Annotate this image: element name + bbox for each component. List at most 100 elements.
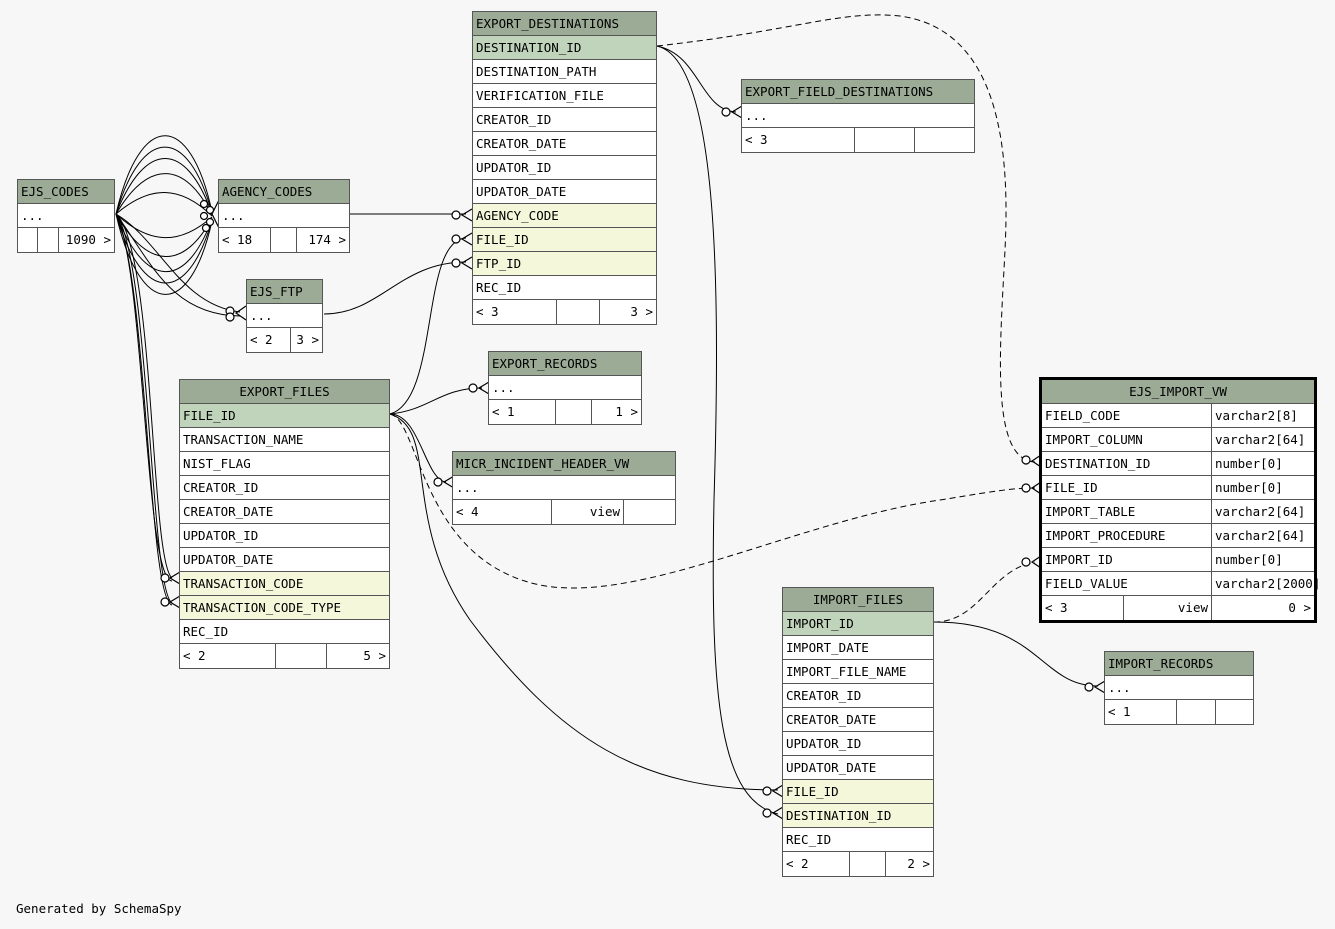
column-row[interactable]: FILE_ID: [783, 780, 933, 804]
children-count[interactable]: 1 >: [615, 404, 638, 419]
parents-count[interactable]: < 4: [453, 500, 552, 524]
column-row[interactable]: FILE_ID: [180, 404, 389, 428]
parents-count[interactable]: [18, 228, 38, 252]
footer-middle: [850, 852, 886, 876]
columns-collapsed[interactable]: ...: [1105, 676, 1253, 700]
column-row[interactable]: UPDATOR_ID: [473, 156, 656, 180]
children-count[interactable]: 5 >: [363, 648, 386, 663]
column-name: FIELD_CODE: [1042, 404, 1212, 427]
columns-collapsed[interactable]: ...: [742, 104, 974, 128]
table-footer: < 3: [742, 128, 974, 152]
column-row[interactable]: TRANSACTION_CODE_TYPE: [180, 596, 389, 620]
column-row[interactable]: CREATOR_ID: [473, 108, 656, 132]
column-row[interactable]: IMPORT_FILE_NAME: [783, 660, 933, 684]
children-count[interactable]: 2 >: [907, 856, 930, 871]
footer-middle: [271, 228, 297, 252]
column-row[interactable]: REC_ID: [783, 828, 933, 852]
table-ejs-ftp[interactable]: EJS_FTP ... < 2 3 >: [246, 279, 323, 353]
columns-collapsed[interactable]: ...: [489, 376, 641, 400]
children-count[interactable]: 0 >: [1288, 600, 1311, 615]
column-row[interactable]: UPDATOR_DATE: [180, 548, 389, 572]
table-header: MICR_INCIDENT_HEADER_VW: [453, 452, 675, 476]
columns-collapsed[interactable]: ...: [247, 304, 322, 328]
column-row[interactable]: CREATOR_ID: [180, 476, 389, 500]
column-type: number[0]: [1215, 456, 1283, 471]
footer-middle: [855, 128, 915, 152]
parents-count[interactable]: < 1: [489, 400, 556, 424]
column-row[interactable]: CREATOR_ID: [783, 684, 933, 708]
table-footer: < 3 3 >: [473, 300, 656, 324]
column-row[interactable]: IMPORT_DATE: [783, 636, 933, 660]
column-row[interactable]: NIST_FLAG: [180, 452, 389, 476]
table-export-records[interactable]: EXPORT_RECORDS ... < 1 1 >: [488, 351, 642, 425]
children-count[interactable]: 3 >: [296, 332, 319, 347]
parents-count[interactable]: < 1: [1105, 700, 1177, 724]
children-count[interactable]: [624, 500, 675, 524]
column-row[interactable]: AGENCY_CODE: [473, 204, 656, 228]
parents-count[interactable]: < 2: [247, 328, 291, 352]
view-label: view: [552, 500, 624, 524]
column-row[interactable]: DESTINATION_ID: [783, 804, 933, 828]
column-row[interactable]: IMPORT_ID: [783, 612, 933, 636]
parents-count[interactable]: < 18: [219, 228, 271, 252]
column-row[interactable]: DESTINATION_ID: [473, 36, 656, 60]
column-row[interactable]: TRANSACTION_NAME: [180, 428, 389, 452]
column-row[interactable]: UPDATOR_ID: [783, 732, 933, 756]
table-export-field-destinations[interactable]: EXPORT_FIELD_DESTINATIONS ... < 3: [741, 79, 975, 153]
children-count[interactable]: 3 >: [630, 304, 653, 319]
column-row[interactable]: REC_ID: [180, 620, 389, 644]
column-row[interactable]: CREATOR_DATE: [473, 132, 656, 156]
columns-collapsed[interactable]: ...: [453, 476, 675, 500]
table-footer: < 2 5 >: [180, 644, 389, 668]
table-footer: < 2 3 >: [247, 328, 322, 352]
columns-collapsed[interactable]: ...: [18, 204, 114, 228]
parents-count[interactable]: < 3: [1042, 596, 1124, 620]
column-row[interactable]: FTP_ID: [473, 252, 656, 276]
view-label: view: [1124, 596, 1212, 620]
children-count[interactable]: 174 >: [308, 232, 346, 247]
columns-collapsed[interactable]: ...: [219, 204, 349, 228]
column-type: varchar2[64]: [1215, 528, 1306, 543]
children-count[interactable]: [915, 128, 974, 152]
table-ejs-codes[interactable]: EJS_CODES ... 1090 >: [17, 179, 115, 253]
column-row[interactable]: VERIFICATION_FILE: [473, 84, 656, 108]
table-header: EJS_FTP: [247, 280, 322, 304]
children-count[interactable]: [1216, 700, 1253, 724]
parents-count[interactable]: < 2: [783, 852, 850, 876]
parents-count[interactable]: < 3: [742, 128, 855, 152]
parents-count[interactable]: < 3: [473, 300, 557, 324]
column-row[interactable]: REC_ID: [473, 276, 656, 300]
column-row[interactable]: CREATOR_DATE: [783, 708, 933, 732]
children-count[interactable]: 1090 >: [65, 232, 111, 247]
parents-count[interactable]: < 2: [180, 644, 276, 668]
column-name: IMPORT_ID: [1042, 548, 1212, 571]
column-name: FIELD_VALUE: [1042, 572, 1212, 595]
column-row[interactable]: CREATOR_DATE: [180, 500, 389, 524]
column-row[interactable]: UPDATOR_DATE: [473, 180, 656, 204]
column-row[interactable]: FILE_ID: [473, 228, 656, 252]
table-export-files[interactable]: EXPORT_FILES FILE_ID TRANSACTION_NAME NI…: [179, 379, 390, 669]
table-footer: < 2 2 >: [783, 852, 933, 876]
column-row[interactable]: TRANSACTION_CODE: [180, 572, 389, 596]
column-name: IMPORT_COLUMN: [1042, 428, 1212, 451]
table-export-destinations[interactable]: EXPORT_DESTINATIONS DESTINATION_ID DESTI…: [472, 11, 657, 325]
table-footer: < 1: [1105, 700, 1253, 724]
table-import-files[interactable]: IMPORT_FILES IMPORT_ID IMPORT_DATE IMPOR…: [782, 587, 934, 877]
table-import-records[interactable]: IMPORT_RECORDS ... < 1: [1104, 651, 1254, 725]
column-row[interactable]: UPDATOR_DATE: [783, 756, 933, 780]
column-row[interactable]: UPDATOR_ID: [180, 524, 389, 548]
footer-middle: [557, 300, 600, 324]
column-row[interactable]: DESTINATION_PATH: [473, 60, 656, 84]
column-type: number[0]: [1215, 552, 1283, 567]
table-micr-incident-header-vw[interactable]: MICR_INCIDENT_HEADER_VW ... < 4 view: [452, 451, 676, 525]
table-agency-codes[interactable]: AGENCY_CODES ... < 18 174 >: [218, 179, 350, 253]
